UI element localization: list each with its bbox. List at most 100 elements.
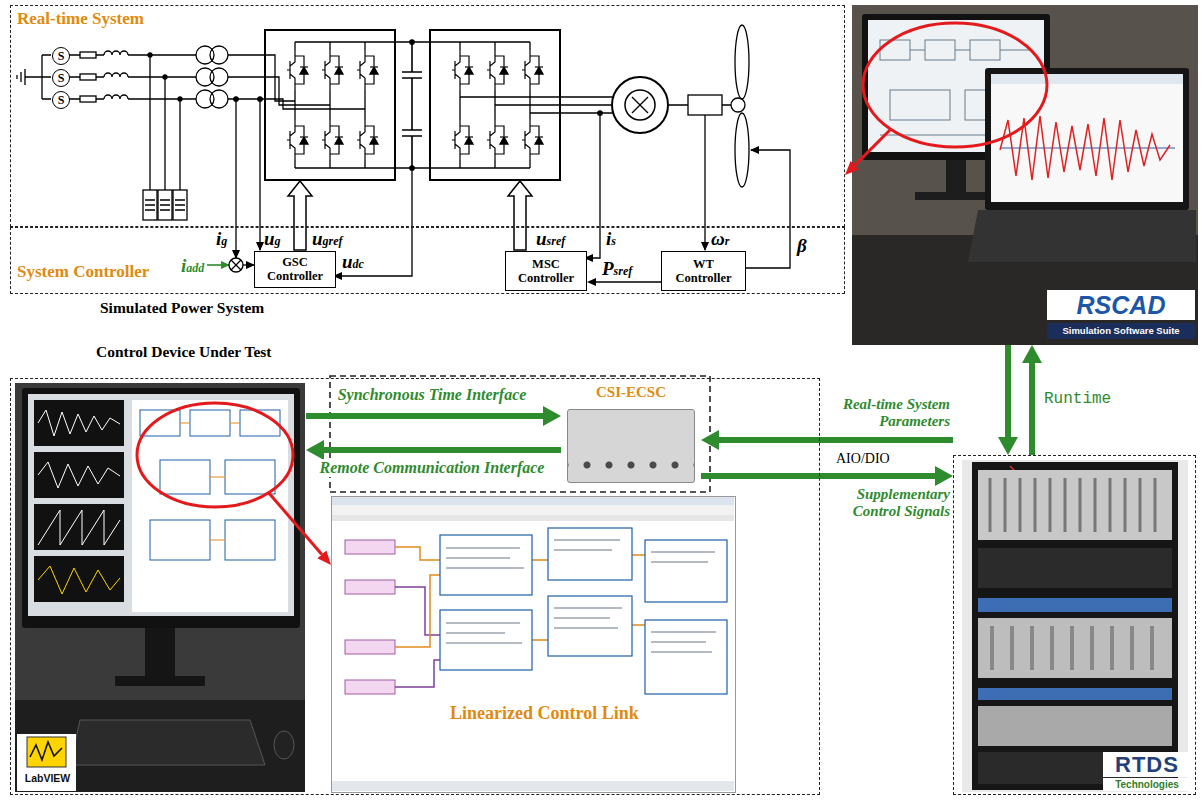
connector-arrow: [855, 130, 890, 165]
signal-name: ωr: [711, 229, 729, 248]
wind-turbine-circuit: [735, 113, 749, 187]
rscad-schematic-screen: [910, 50, 1030, 51]
connector-arrow: [1005, 345, 1011, 437]
csi-ecsc-device: CSI-ECSC: [561, 381, 701, 489]
text-holder: RTDS: [1103, 752, 1191, 777]
wind-turbine-circuit: [452, 50, 473, 90]
block-diagram-wire: [395, 547, 440, 560]
block-diagram-element: [345, 540, 395, 554]
block-diagram-thumbnail: [140, 410, 280, 560]
wind-turbine-circuit: [80, 74, 96, 80]
text-holder: usref: [536, 229, 565, 249]
wind-turbine-circuit: [150, 55, 180, 190]
wind-turbine-circuit: [145, 200, 185, 210]
node-text: Real-time System: [17, 9, 144, 29]
wind-turbine-circuit: [148, 53, 152, 57]
text-holder: System Controller: [17, 262, 149, 282]
control-signal-wire: [258, 97, 262, 101]
wind-turbine-circuit: [410, 40, 414, 44]
rtds-rack-photo: [990, 478, 1155, 532]
labview-workstation-photo: [34, 556, 124, 602]
wind-turbine-circuit: [295, 42, 530, 168]
connector-arrow: [306, 413, 543, 419]
rtds-rack-photo: [978, 598, 1172, 612]
csi-ecsc-dashed-frame: [330, 376, 710, 492]
wind-turbine-circuit: [460, 97, 614, 113]
node-text: S: [58, 50, 65, 62]
wind-turbine-circuit: [80, 52, 96, 58]
signal-name: usref: [536, 229, 565, 248]
control-signal-wire: [231, 260, 241, 270]
rtds-rack-photo: [992, 626, 1152, 670]
controller-box: MSC Controller: [505, 251, 587, 291]
rtds-rack-photo: [978, 470, 1172, 540]
wind-turbine-circuit: [625, 90, 655, 120]
text-holder: Control Device Under Test: [96, 343, 272, 361]
labview-workstation-photo: [30, 742, 62, 760]
labview-workstation-photo: [17, 734, 76, 791]
rscad-schematic-screen: [890, 90, 950, 120]
rscad-workstation-photo: [991, 74, 1183, 202]
wind-turbine-circuit: [104, 51, 128, 55]
real-time-system-panel: Real-time SystemSSS: [10, 5, 845, 227]
labview-block-diagram-screenshot: [331, 781, 734, 791]
node-text: S: [58, 72, 65, 84]
wind-turbine-circuit: [210, 90, 228, 108]
labview-workstation-photo: [70, 720, 265, 765]
wind-turbine-circuit: [322, 120, 343, 160]
node-text: WT Controller: [668, 257, 740, 286]
block-diagram-element: [345, 680, 395, 694]
control-signal-wire: [745, 150, 790, 268]
node-text: LabVIEW: [19, 772, 76, 785]
labview-block-diagram-screenshot: [331, 515, 734, 521]
voltage-source: S: [52, 69, 70, 87]
formula-code-lines: [446, 540, 716, 652]
wind-turbine-circuit: [402, 42, 422, 168]
text-holder: Supplementary Control Signals: [826, 486, 950, 521]
rtds-rack-photo: [962, 460, 1188, 792]
labview-workstation-photo: [22, 388, 300, 628]
formula-code-lines: [446, 548, 524, 643]
text-holder: Real-time System: [17, 9, 144, 29]
block-diagram-wire: [395, 587, 440, 635]
control-signal-wire: [234, 97, 238, 101]
block-diagram-element: [345, 640, 395, 654]
rscad-workstation-photo: [991, 74, 1183, 84]
text-holder: iadd: [181, 256, 204, 276]
labview-block-diagram-screenshot: [330, 495, 735, 792]
node-text: Simulation Software Suite: [1047, 323, 1195, 339]
node-text: GSC Controller: [259, 255, 331, 284]
wind-turbine-circuit: [632, 97, 648, 113]
block-diagram-thumbnail: [150, 520, 210, 560]
block-diagram-wire: [395, 575, 440, 647]
block-diagram-element: [345, 540, 395, 694]
wind-turbine-circuit: [522, 120, 543, 160]
labview-workstation-photo: [38, 462, 120, 488]
signal-name: is: [606, 229, 616, 248]
text-holder: Psref: [602, 259, 632, 279]
rscad-workstation-photo: [852, 5, 1198, 345]
node-text: Technologies: [1103, 778, 1191, 791]
formula-node: [548, 596, 632, 656]
text-holder: Runtime: [1044, 389, 1111, 408]
rscad-workstation-photo: [915, 192, 997, 200]
node-text: MSC Controller: [510, 257, 582, 286]
control-device-panel: Control Device Under TestLabVIEWCSI-ECSC…: [10, 378, 820, 795]
wind-turbine-circuit: [731, 98, 745, 112]
rtds-rack-photo: [962, 460, 1188, 792]
wind-turbine-circuit: [452, 120, 473, 160]
labview-workstation-photo: [15, 383, 305, 792]
connector-label: Remote Communication Interface: [320, 459, 545, 477]
formula-node: [548, 528, 632, 580]
text-holder: ugref: [312, 229, 343, 249]
labview-workstation-photo: [34, 504, 124, 550]
labview-workstation-photo: [15, 700, 305, 792]
wind-turbine-circuit: [487, 120, 508, 160]
labview-workstation-photo: [274, 731, 294, 759]
rtds-rack-photo: [978, 688, 1172, 700]
rtds-rack-photo: [978, 618, 1172, 678]
signal-name: iadd: [181, 256, 204, 275]
rscad-workstation-photo: [852, 5, 1198, 345]
formula-node: [645, 620, 727, 694]
text-holder: udc: [342, 252, 364, 272]
